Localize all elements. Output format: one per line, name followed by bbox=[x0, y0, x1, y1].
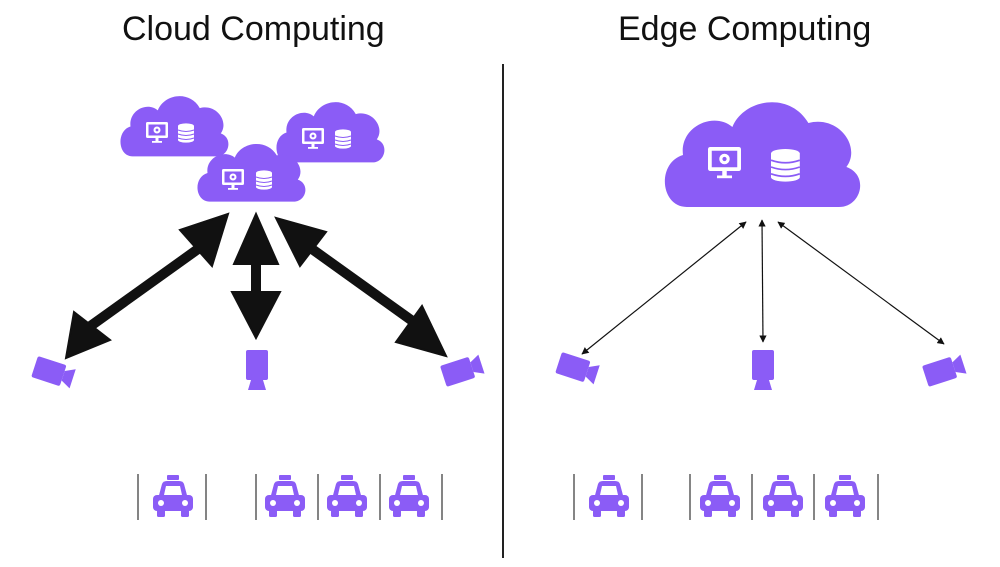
arrow-head bbox=[230, 291, 282, 341]
camera-icon bbox=[555, 352, 601, 386]
car-icon bbox=[153, 475, 193, 517]
camera-icon bbox=[922, 353, 967, 387]
car-icon bbox=[389, 475, 429, 517]
cloud-icon bbox=[664, 102, 861, 207]
arrow-head bbox=[394, 304, 448, 358]
camera-icon bbox=[752, 350, 774, 390]
arrow-head bbox=[64, 310, 112, 360]
edge-computing-title: Edge Computing bbox=[618, 10, 872, 48]
cloud-computing-title: Cloud Computing bbox=[122, 10, 385, 48]
panel-divider bbox=[502, 64, 504, 558]
database-icon bbox=[770, 148, 801, 183]
cloud-icon bbox=[276, 102, 385, 163]
cloud-icon bbox=[120, 96, 229, 157]
database-icon bbox=[177, 122, 195, 144]
database-icon bbox=[334, 128, 352, 150]
camera-icon bbox=[31, 356, 77, 390]
car-icon bbox=[825, 475, 865, 517]
cloud-cluster bbox=[120, 96, 385, 202]
arrow-head bbox=[274, 216, 328, 268]
thick-arrows bbox=[64, 211, 448, 360]
parking-row bbox=[573, 474, 879, 520]
car-icon bbox=[327, 475, 367, 517]
car-icon bbox=[763, 475, 803, 517]
car-icon bbox=[589, 475, 629, 517]
camera-icon bbox=[246, 350, 268, 390]
car-icon bbox=[700, 475, 740, 517]
arrow-head bbox=[178, 212, 230, 268]
arrow-head bbox=[232, 211, 280, 265]
thin-arrows bbox=[581, 219, 945, 355]
database-icon bbox=[255, 169, 273, 191]
parking-row bbox=[137, 474, 443, 520]
car-icon bbox=[265, 475, 305, 517]
camera-icon bbox=[440, 353, 485, 387]
